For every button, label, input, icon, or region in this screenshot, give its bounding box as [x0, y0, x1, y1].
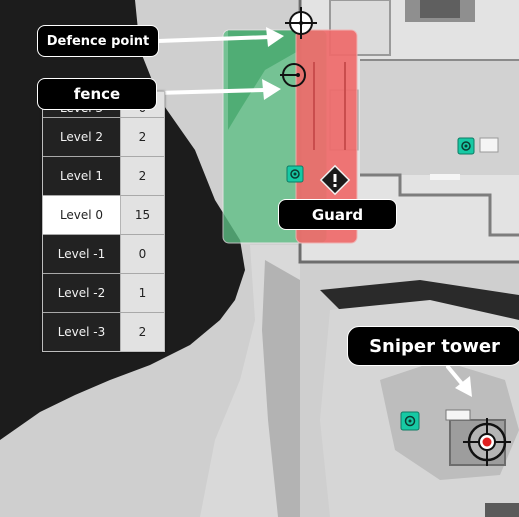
inner-courtyard: [360, 60, 519, 175]
level-count: 1: [120, 274, 164, 312]
level-count: 2: [120, 313, 164, 351]
level-name: Level 2: [43, 118, 120, 156]
camera-marker-icon[interactable]: [286, 165, 304, 183]
fence-label: fence: [37, 78, 157, 110]
sniper-target-icon[interactable]: [463, 418, 511, 466]
level-count: 0: [120, 235, 164, 273]
camera-marker-icon[interactable]: [400, 411, 420, 431]
danger-diamond-icon[interactable]: [319, 164, 351, 196]
level-name: Level 1: [43, 157, 120, 195]
camera-marker-icon[interactable]: [457, 137, 475, 155]
level-name: Level 0: [43, 196, 120, 234]
inner-wall-lower: [360, 173, 519, 237]
level-count: 2: [120, 157, 164, 195]
window-block: [479, 137, 499, 153]
level-name: Level -1: [43, 235, 120, 273]
arrow-icon: [154, 79, 281, 100]
defence-point-label: Defence point: [37, 25, 159, 57]
bottom-structure: [485, 503, 519, 517]
terrain-path: [262, 260, 300, 517]
arrow-icon: [446, 365, 472, 397]
level-count: 15: [120, 196, 164, 234]
door-strip: [430, 174, 460, 180]
level-count: 2: [120, 118, 164, 156]
arrow-icon: [156, 27, 284, 47]
tower-platform: [445, 409, 471, 421]
sniper-tower-label: Sniper tower: [347, 326, 519, 366]
guard-label: Guard: [278, 199, 397, 230]
crosshair-icon[interactable]: [285, 7, 317, 39]
level-name: Level -3: [43, 313, 120, 351]
target-circle-icon[interactable]: [280, 63, 306, 87]
level-name: Level -2: [43, 274, 120, 312]
guard-red-zone[interactable]: [295, 29, 358, 244]
roof-vent: [420, 0, 460, 18]
